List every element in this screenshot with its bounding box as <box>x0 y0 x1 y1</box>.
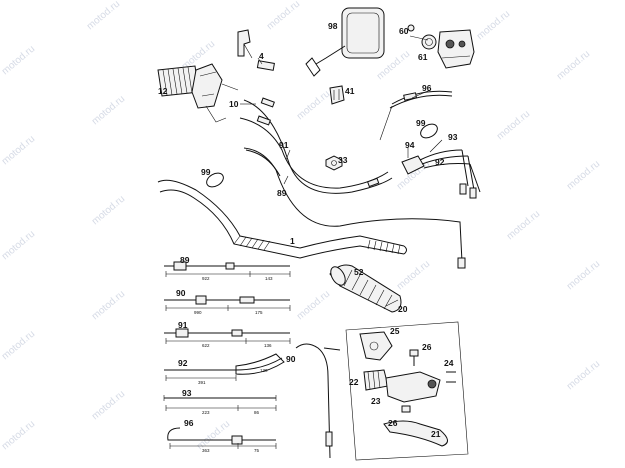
watermark-text: motod.ru <box>0 229 37 263</box>
callout-89-lower: 89 <box>180 255 190 265</box>
callout-98: 98 <box>328 21 338 31</box>
callout-99-right: 99 <box>416 118 426 128</box>
callout-94: 94 <box>405 140 415 150</box>
watermark-text: motod.ru <box>505 209 542 243</box>
callout-60: 60 <box>399 26 409 36</box>
callout-12: 12 <box>158 86 168 96</box>
dimension-91-a: 622 <box>202 343 210 348</box>
callout-23: 23 <box>371 396 381 406</box>
watermark-text: motod.ru <box>565 359 602 393</box>
callout-33: 33 <box>338 155 348 165</box>
dimension-96-b: 75 <box>254 448 260 453</box>
callout-25: 25 <box>390 326 400 336</box>
dimension-96-a: 363 <box>202 448 210 453</box>
dimension-92-a: 391 <box>198 380 206 385</box>
dimension-93-b: 86 <box>254 410 260 415</box>
callout-92-upper: 92 <box>435 157 445 167</box>
callout-26-lower: 26 <box>388 418 398 428</box>
cable-90-part <box>295 343 341 459</box>
leader-lines <box>240 35 443 307</box>
callout-20: 20 <box>398 304 408 314</box>
callout-10: 10 <box>229 99 239 109</box>
callout-labels: 1 4 10 12 20 21 22 23 24 25 26 26 33 41 … <box>158 21 458 439</box>
callout-21: 21 <box>431 429 441 439</box>
callout-96-lower: 96 <box>184 418 194 428</box>
nut-part <box>325 155 343 171</box>
cable-96-part <box>379 90 453 141</box>
callout-1: 1 <box>290 236 295 246</box>
grip-part <box>329 264 402 313</box>
watermark-text: motod.ru <box>0 134 37 168</box>
dimension-92-b: 130 <box>260 368 268 373</box>
handlebar-part <box>157 179 407 259</box>
bracket-part <box>237 29 275 71</box>
callout-22: 22 <box>349 377 359 387</box>
callout-61: 61 <box>418 52 428 62</box>
watermark-text: motod.ru <box>90 94 127 128</box>
watermark-text: motod.ru <box>295 289 332 323</box>
callout-4: 4 <box>259 51 264 61</box>
cable-90-illustration <box>164 295 291 311</box>
callout-91-upper: 91 <box>279 140 289 150</box>
callout-93-upper: 93 <box>448 132 458 142</box>
cable-96-illustration <box>167 427 277 449</box>
callout-41: 41 <box>345 86 355 96</box>
watermark-text: motod.ru <box>85 0 122 32</box>
watermark-text: motod.ru <box>90 289 127 323</box>
ring-part <box>206 123 438 188</box>
callout-24: 24 <box>444 358 454 368</box>
cable-92-illustration <box>164 353 285 381</box>
callout-91-lower: 91 <box>178 320 188 330</box>
watermark-text: motod.ru <box>195 419 232 453</box>
watermark-text: motod.ru <box>0 44 37 78</box>
watermark-layer: motod.ru motod.ru motod.ru motod.ru moto… <box>0 0 602 452</box>
watermark-text: motod.ru <box>565 259 602 293</box>
kill-switch-part <box>401 149 481 199</box>
watermark-text: motod.ru <box>475 9 512 43</box>
watermark-text: motod.ru <box>265 0 302 32</box>
watermark-text: motod.ru <box>565 159 602 193</box>
callout-90-right: 90 <box>286 354 296 364</box>
dimension-91-b: 136 <box>264 343 272 348</box>
callout-90-left: 90 <box>176 288 186 298</box>
dimension-89-b: 143 <box>265 276 273 281</box>
callout-99-left: 99 <box>201 167 211 177</box>
cable-89-illustration <box>164 261 291 277</box>
dimension-89-a: 922 <box>202 276 210 281</box>
dimension-90-b: 175 <box>255 310 263 315</box>
callout-26-upper: 26 <box>422 342 432 352</box>
cable-91-illustration <box>164 328 291 344</box>
lever-assembly-part <box>345 321 469 461</box>
dimension-90-a: 990 <box>194 310 202 315</box>
callout-52: 52 <box>354 267 364 277</box>
watermark-text: motod.ru <box>555 49 592 83</box>
dimension-93-a: 223 <box>202 410 210 415</box>
switch-housing-part <box>407 24 475 69</box>
watermark-text: motod.ru <box>0 419 37 453</box>
watermark-text: motod.ru <box>495 109 532 143</box>
callout-92-lower: 92 <box>178 358 188 368</box>
throttle-cables-part <box>239 97 466 269</box>
dimension-labels: 922 143 990 175 622 136 391 130 223 86 3… <box>194 276 273 453</box>
callout-96-upper: 96 <box>422 83 432 93</box>
cable-93-illustration <box>163 395 277 411</box>
callout-89-upper: 89 <box>277 188 287 198</box>
watermark-text: motod.ru <box>90 194 127 228</box>
watermark-text: motod.ru <box>90 389 127 423</box>
watermark-text: motod.ru <box>395 259 432 293</box>
throttle-grip-part <box>157 63 239 123</box>
clamp-part <box>329 85 345 105</box>
callout-93-lower: 93 <box>182 388 192 398</box>
watermark-text: motod.ru <box>0 329 37 363</box>
mirror-part <box>305 7 385 77</box>
watermark-text: motod.ru <box>295 89 332 123</box>
